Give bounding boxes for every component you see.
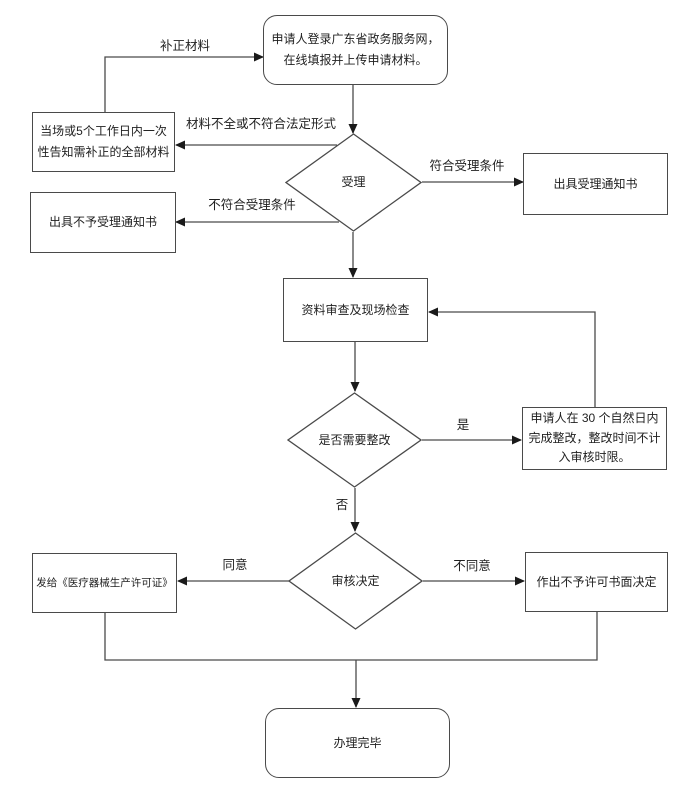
node-supplement: 当场或5个工作日内一次 性告知需补正的全部材料 — [32, 112, 175, 172]
edge-label-meets-conditions: 符合受理条件 — [429, 159, 505, 173]
node-license-text: 发给《医疗器械生产许可证》 — [36, 576, 173, 589]
connector-supplement-to-start — [104, 52, 264, 112]
node-start-text: 申请人登录广东省政务服务网， — [271, 32, 440, 46]
node-review-text: 资料审查及现场检查 — [301, 302, 410, 317]
edge-label-yes: 是 — [456, 418, 470, 432]
diamond-shape — [288, 532, 423, 630]
node-accept-decision: 受理 — [285, 133, 422, 232]
node-rectify-text: 申请人在 30 个自然日内 — [530, 411, 659, 426]
node-need-rectify-text: 是否需要整改 — [318, 432, 391, 447]
edge-label-disagree: 不同意 — [453, 559, 491, 573]
edge-label-agree: 同意 — [222, 558, 248, 572]
node-reject-notice: 出具不予受理通知书 — [30, 192, 176, 253]
diamond-shape — [287, 392, 422, 488]
edge-label-supplement-materials: 补正材料 — [159, 39, 210, 53]
node-start: 申请人登录广东省政务服务网， 在线填报并上传申请材料。 — [263, 15, 448, 85]
connector-rectify-to-review — [428, 307, 596, 407]
node-supplement-text: 当场或5个工作日内一次 — [40, 124, 167, 138]
node-final-decision: 审核决定 — [288, 532, 423, 630]
node-supplement-text: 性告知需补正的全部材料 — [37, 145, 170, 159]
node-reject-notice-text: 出具不予受理通知书 — [48, 215, 157, 229]
edge-label-incomplete: 材料不全或不符合法定形式 — [186, 117, 337, 131]
node-accept-decision-text: 受理 — [341, 175, 366, 189]
node-accept-notice: 出具受理通知书 — [523, 153, 668, 215]
node-need-rectify: 是否需要整改 — [287, 392, 422, 488]
node-final-decision-text: 审核决定 — [331, 573, 380, 588]
node-accept-notice-text: 出具受理通知书 — [553, 176, 638, 191]
edge-label-not-meets-conditions: 不符合受理条件 — [208, 198, 296, 212]
node-rectify-text: 完成整改，整改时间不计 — [528, 430, 661, 445]
node-deny: 作出不予许可书面决定 — [525, 552, 668, 612]
node-finish: 办理完毕 — [265, 708, 450, 778]
node-license: 发给《医疗器械生产许可证》 — [32, 553, 177, 613]
node-rectify: 申请人在 30 个自然日内 完成整改，整改时间不计 入审核时限。 — [522, 407, 667, 470]
node-rectify-text: 入审核时限。 — [558, 450, 631, 465]
node-finish-text: 办理完毕 — [333, 735, 382, 750]
edge-label-no: 否 — [335, 498, 349, 512]
diamond-shape — [285, 133, 422, 232]
node-review: 资料审查及现场检查 — [283, 278, 428, 342]
node-deny-text: 作出不予许可书面决定 — [536, 574, 657, 589]
node-start-text: 在线填报并上传申请材料。 — [283, 53, 428, 67]
